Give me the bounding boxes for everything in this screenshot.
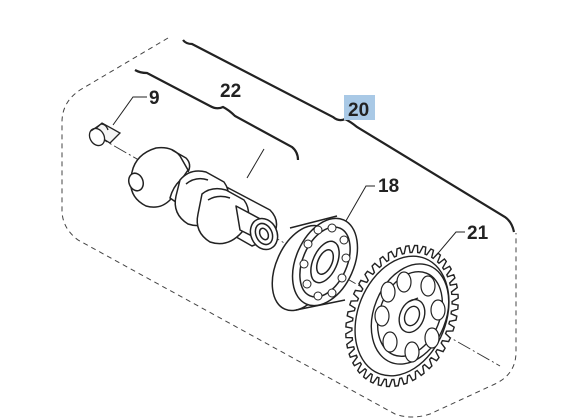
gear-part-21[interactable] <box>338 242 466 390</box>
leader-lines <box>112 96 465 259</box>
plug-part-9[interactable] <box>86 122 122 148</box>
bracket-22 <box>134 69 300 161</box>
callout-21[interactable]: 21 <box>467 223 489 244</box>
callout-20-highlight <box>344 95 375 120</box>
callout-20[interactable]: 20 <box>348 100 369 121</box>
camshaft-part[interactable] <box>126 146 282 254</box>
bearing-part-18[interactable] <box>260 208 370 320</box>
group-outline-dashed <box>61 37 517 418</box>
gear-lightening-holes <box>374 271 446 363</box>
callout-22[interactable]: 22 <box>220 81 241 102</box>
callout-9[interactable]: 9 <box>149 88 160 109</box>
callout-18[interactable]: 18 <box>378 176 399 197</box>
bearing-balls <box>299 223 351 301</box>
